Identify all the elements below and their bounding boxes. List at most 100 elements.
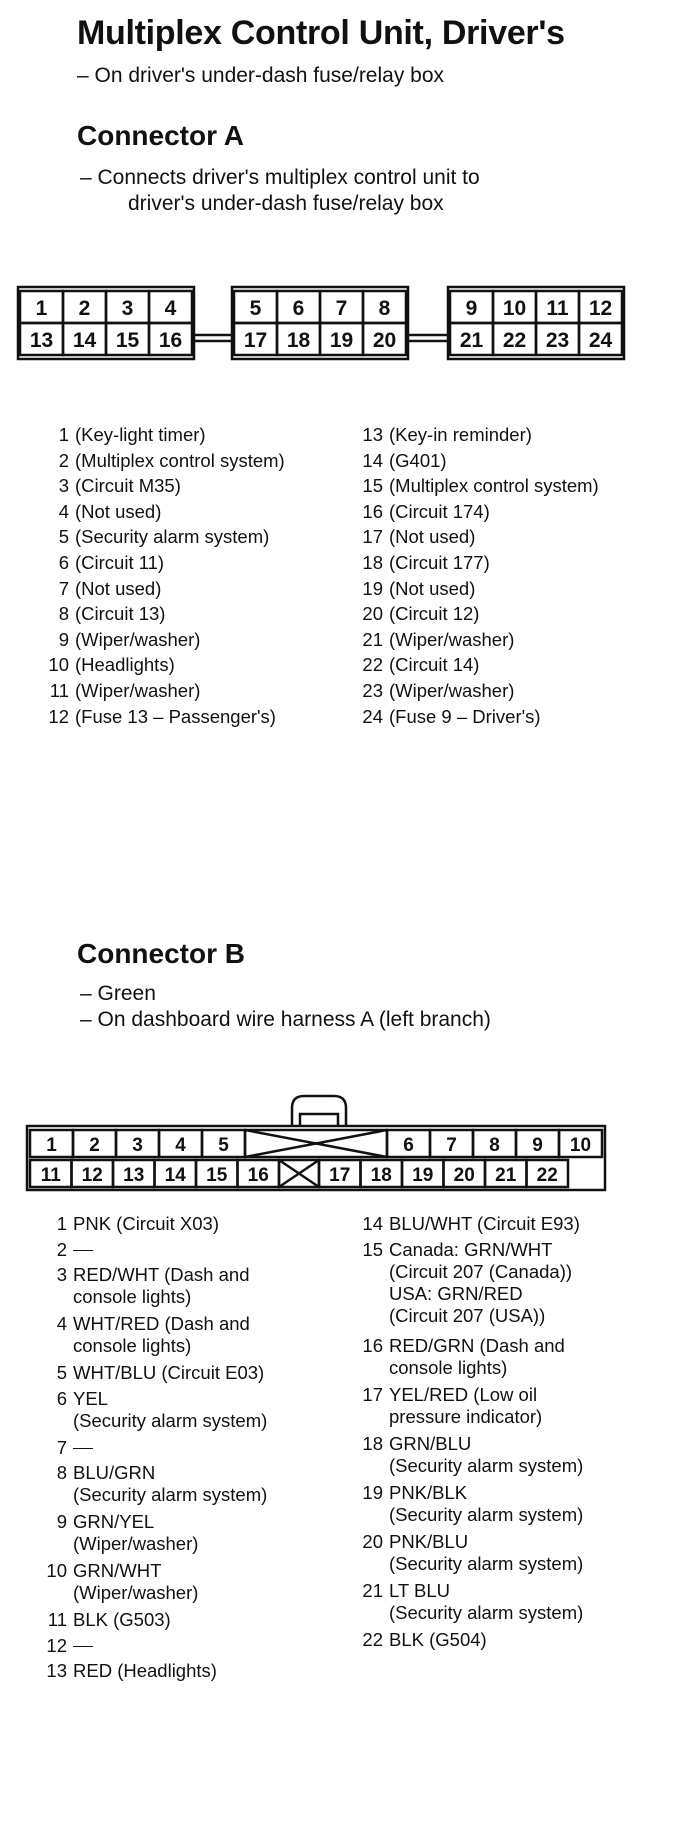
pin-label: 8 — [379, 297, 391, 320]
pin-list-item: 24 (Fuse 9 – Driver's) — [362, 705, 541, 728]
pin-list-item: 18 (Circuit 177) — [362, 552, 490, 574]
pin-list-item: 16(Circuit 174) — [362, 500, 490, 523]
pin-description: (Fuse 9 – Driver's) — [389, 705, 541, 727]
pin-label: 4 — [165, 297, 177, 320]
pin-description: (Key-in reminder) — [389, 424, 532, 445]
pin-number: 16 — [362, 1334, 383, 1356]
pin-label: 2 — [89, 1135, 100, 1156]
pin-number: 5 — [56, 1362, 67, 1383]
pin-label: 4 — [175, 1135, 186, 1156]
pin-list-item: 1(Key-light timer) — [59, 424, 206, 446]
pin-number: 21 — [362, 1579, 383, 1601]
pin-number: 11 — [49, 680, 69, 701]
pin-list-item: 10(Headlights) — [48, 654, 174, 676]
pin-label: 13 — [123, 1165, 144, 1186]
pin-number: 17 — [362, 1383, 383, 1405]
pin-number: 9 — [58, 628, 69, 650]
pin-description: (Wiper/washer) — [75, 680, 201, 701]
pin-description: (G401) — [389, 449, 447, 471]
pin-label: 18 — [287, 329, 311, 352]
pin-label: 1 — [36, 297, 48, 320]
pin-description: (Wiper/washer) — [389, 628, 515, 650]
pin-list-item: 13(Key-in reminder) — [362, 424, 532, 446]
pin-label: 10 — [503, 297, 526, 320]
pin-description: PNK/BLU (Security alarm system) — [389, 1530, 584, 1574]
pin-number: 12 — [46, 1634, 67, 1656]
pin-label: 19 — [330, 329, 353, 352]
connector-b-location: – On dashboard wire harness A (left bran… — [80, 1008, 491, 1031]
pin-list-item: 20 PNK/BLU (Security alarm system) — [362, 1530, 584, 1575]
pin-description: PNK/BLK (Security alarm system) — [389, 1481, 584, 1525]
pin-label: 3 — [122, 297, 134, 320]
pin-number: 17 — [362, 526, 383, 548]
pin-label: 1 — [46, 1135, 57, 1156]
pin-description: WHT/BLU (Circuit E03) — [73, 1362, 265, 1383]
pin-list-item: 5(Security alarm system) — [59, 526, 270, 548]
pin-list-item: 21(Wiper/washer) — [362, 628, 515, 651]
pin-list-item: 20(Circuit 12) — [362, 603, 479, 625]
pin-label: 21 — [460, 329, 484, 352]
pin-description: (Circuit 174) — [389, 500, 490, 522]
pin-description: RED/WHT (Dash and console lights) — [73, 1264, 250, 1307]
pin-list-item: 3 RED/WHT (Dash and console lights) — [57, 1264, 250, 1308]
pin-list-item: 7(Not used) — [59, 578, 162, 600]
pin-number: 19 — [362, 1481, 383, 1503]
pin-label: 9 — [466, 297, 478, 320]
pin-list-item: 2 — [57, 1239, 93, 1261]
pin-label: 22 — [537, 1165, 558, 1186]
pin-number: 20 — [362, 1530, 383, 1552]
pin-list-item: 11 (Wiper/washer) — [50, 680, 201, 702]
pin-number: 2 — [58, 449, 69, 471]
pin-number: 15 — [362, 1238, 383, 1260]
pin-label: 21 — [495, 1165, 517, 1186]
pin-list-item: 3(Circuit M35) — [59, 475, 181, 497]
pin-number: 14 — [362, 1213, 383, 1234]
pin-description: WHT/RED (Dash and console lights) — [73, 1313, 250, 1356]
pin-label: 18 — [371, 1165, 392, 1186]
connector-a-description-2: driver's under-dash fuse/relay box — [128, 192, 444, 215]
pin-label: 2 — [79, 297, 91, 320]
pin-number: 24 — [362, 705, 383, 727]
pin-number: 22 — [362, 654, 383, 676]
pin-label: 15 — [116, 329, 140, 352]
pin-label: 23 — [546, 329, 569, 352]
pin-label: 7 — [336, 297, 348, 320]
pin-number: 3 — [56, 1264, 67, 1285]
pin-label: 5 — [250, 297, 262, 320]
pin-description: BLU/GRN (Security alarm system) — [73, 1462, 268, 1505]
pin-number: 19 — [362, 577, 383, 599]
pin-description: GRN/YEL (Wiper/washer) — [73, 1511, 199, 1554]
pin-list-item: 7 — [57, 1437, 93, 1459]
pin-number: 23 — [362, 680, 383, 701]
pin-number: 10 — [48, 654, 69, 676]
pin-label: 11 — [41, 1165, 62, 1186]
unit-location: – On driver's under-dash fuse/relay box — [77, 64, 445, 87]
unused-pin-dash — [73, 1448, 93, 1450]
pin-number: 3 — [58, 475, 69, 497]
pin-label: 6 — [403, 1135, 414, 1156]
pin-number: 8 — [58, 603, 69, 625]
pin-list-item: 12(Fuse 13 – Passenger's) — [48, 706, 276, 728]
page-title: Multiplex Control Unit, Driver's — [77, 14, 565, 52]
pin-number: 15 — [362, 475, 383, 497]
pin-label: 19 — [412, 1165, 433, 1186]
pin-description — [73, 1239, 93, 1261]
pin-list-item: 15(Multiplex control system) — [362, 475, 598, 497]
pin-description: (Circuit 13) — [75, 603, 166, 625]
pin-number: 4 — [58, 500, 69, 522]
pin-number: 5 — [58, 526, 69, 548]
pin-number: 18 — [362, 552, 383, 573]
pin-description: (Not used) — [389, 577, 476, 599]
pin-description: (Circuit 177) — [389, 552, 490, 573]
pin-description: (Wiper/washer) — [75, 628, 201, 650]
